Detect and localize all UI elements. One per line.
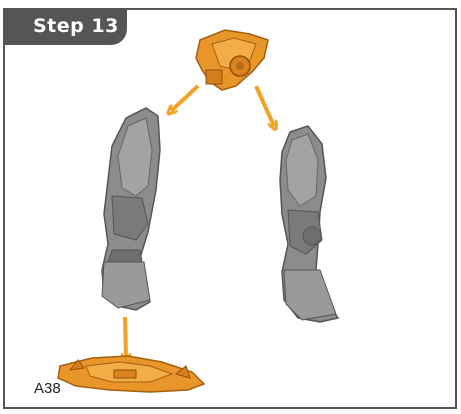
right-leg-part: [280, 126, 338, 322]
part-code-label: A38: [34, 380, 61, 397]
pelvis-armor-part: [196, 30, 268, 90]
base-plate-part: [58, 356, 204, 392]
arrow-to-base: [125, 317, 126, 358]
arrow-to-left-leg: [171, 86, 198, 111]
left-leg-part: [102, 108, 160, 310]
arrow-to-right-leg: [256, 86, 274, 126]
